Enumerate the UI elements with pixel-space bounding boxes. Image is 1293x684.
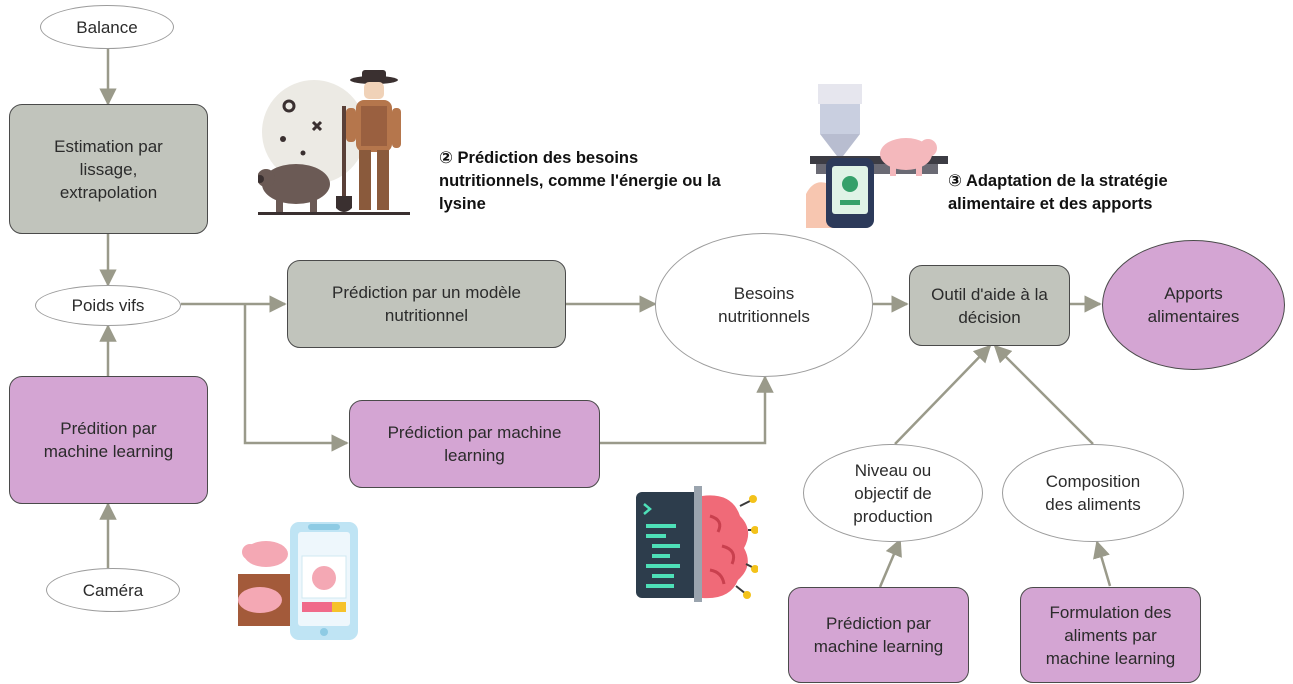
camera-node: Caméra bbox=[46, 568, 180, 612]
pig-phone-camera-icon bbox=[238, 522, 358, 640]
formulation-node: Formulation des aliments par machine lea… bbox=[1020, 587, 1201, 683]
besoins-node: Besoins nutritionnels bbox=[655, 233, 873, 377]
predition-ml-left-node: Prédition par machine learning bbox=[9, 376, 208, 504]
estimation-node: Estimation par lissage, extrapolation bbox=[9, 104, 208, 234]
niveau-node: Niveau ou objectif de production bbox=[803, 444, 983, 542]
step2-annotation: ② Prédiction des besoins nutritionnels, … bbox=[439, 149, 721, 213]
feeder-with-phone-icon bbox=[806, 84, 948, 228]
prediction-ml-center-node: Prédiction par machine learning bbox=[349, 400, 600, 488]
apports-node: Apports alimentaires bbox=[1102, 240, 1285, 370]
arrow-poids-mlcenter bbox=[243, 304, 349, 452]
arrow-formulation-composition bbox=[1093, 540, 1112, 587]
arrow-composition-outil bbox=[993, 344, 1094, 445]
poids-vifs-node: Poids vifs bbox=[35, 285, 181, 326]
arrow-niveau-outil bbox=[894, 344, 992, 445]
composition-node: Composition des aliments bbox=[1002, 444, 1184, 542]
outil-node: Outil d'aide à la décision bbox=[909, 265, 1070, 346]
prediction-modele-node: Prédiction par un modèle nutritionnel bbox=[287, 260, 566, 348]
prediction-ml-bottom-node: Prédiction par machine learning bbox=[788, 587, 969, 683]
balance-node: Balance bbox=[40, 5, 174, 49]
arrow-predbottom-niveau bbox=[878, 538, 902, 588]
step3-annotation: ③ Adaptation de la stratégie alimentaire… bbox=[948, 172, 1168, 213]
arrow-mlcenter-besoins bbox=[600, 375, 774, 445]
farmer-with-pig-icon bbox=[258, 70, 410, 215]
code-brain-icon bbox=[636, 486, 758, 602]
